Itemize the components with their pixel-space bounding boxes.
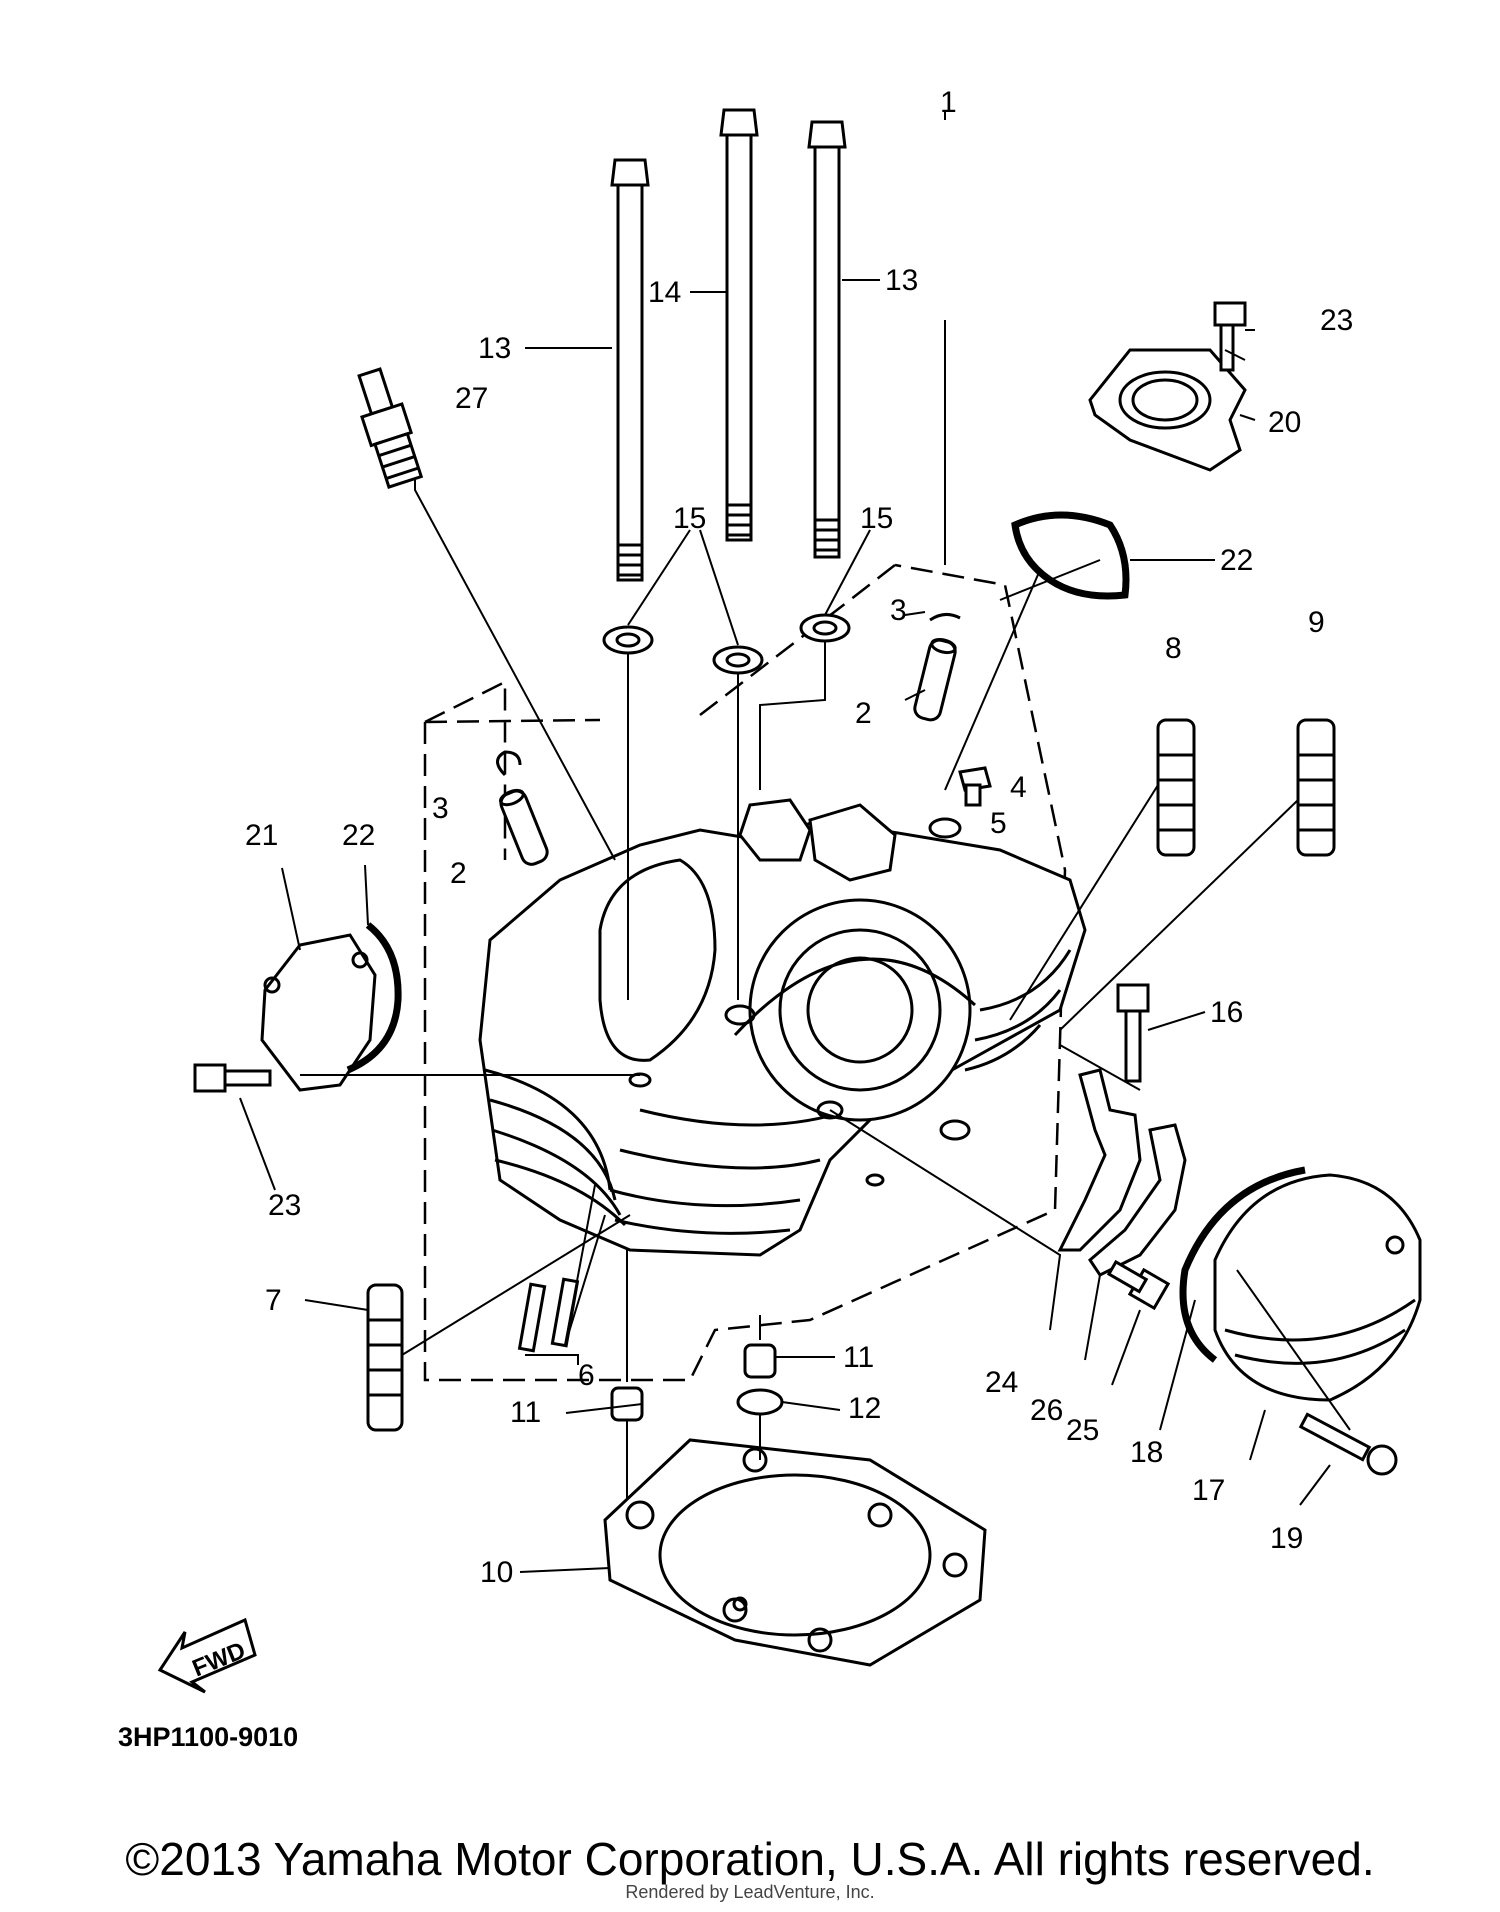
callout-9: 9 bbox=[1308, 606, 1325, 639]
callout-21: 21 bbox=[245, 819, 278, 852]
callout-4: 4 bbox=[1010, 771, 1027, 804]
washer-15-left bbox=[602, 625, 654, 655]
callout-6: 6 bbox=[578, 1359, 595, 1392]
clip-right bbox=[929, 613, 961, 622]
callout-25: 25 bbox=[1066, 1414, 1099, 1447]
callout-13: 13 bbox=[885, 264, 918, 297]
callout-23: 23 bbox=[1320, 304, 1353, 337]
callout-17: 17 bbox=[1192, 1474, 1225, 1507]
clip-left bbox=[496, 750, 522, 777]
bolt-25 bbox=[1106, 1259, 1171, 1311]
callout-23: 23 bbox=[268, 1189, 301, 1222]
head-bolt-left bbox=[610, 158, 650, 582]
studs-6 bbox=[517, 1277, 580, 1353]
small-bolt-4 bbox=[958, 766, 992, 807]
bolt-23-top bbox=[1213, 301, 1247, 372]
forward-arrow: FWD bbox=[157, 1617, 257, 1694]
cam-cover bbox=[1213, 1173, 1422, 1402]
side-cover-left bbox=[260, 933, 377, 1092]
assembly-dashed-outline bbox=[423, 563, 1067, 1382]
callout-22: 22 bbox=[342, 819, 375, 852]
callout-18: 18 bbox=[1130, 1436, 1163, 1469]
sleeve-7 bbox=[366, 1283, 404, 1432]
washer-5 bbox=[928, 817, 962, 839]
callout-13: 13 bbox=[478, 332, 511, 365]
callout-11: 11 bbox=[510, 1396, 541, 1429]
callout-1: 1 bbox=[940, 86, 957, 119]
copyright-notice: ©2013 Yamaha Motor Corporation, U.S.A. A… bbox=[125, 1833, 1375, 1885]
callout-8: 8 bbox=[1165, 632, 1182, 665]
callout-14: 14 bbox=[648, 276, 681, 309]
washer-15-right bbox=[799, 613, 851, 643]
gasket-22-left bbox=[346, 922, 402, 1074]
head-bolt-center bbox=[719, 108, 759, 542]
gasket-18 bbox=[1179, 1166, 1306, 1363]
callout-22: 22 bbox=[1220, 544, 1253, 577]
bolt-19 bbox=[1298, 1412, 1398, 1476]
leader-lines bbox=[239, 112, 1351, 1573]
rendered-by-credit: Rendered by LeadVenture, Inc. bbox=[625, 1882, 875, 1902]
callout-5: 5 bbox=[990, 807, 1007, 840]
callout-27: 27 bbox=[455, 382, 488, 415]
callout-19: 19 bbox=[1270, 1522, 1303, 1555]
callout-15: 15 bbox=[673, 502, 706, 535]
valve-guide-left bbox=[499, 788, 549, 866]
intake-manifold bbox=[1088, 348, 1247, 472]
cylinder-head bbox=[478, 798, 1087, 1257]
callout-10: 10 bbox=[480, 1556, 513, 1589]
callout-15: 15 bbox=[860, 502, 893, 535]
callout-20: 20 bbox=[1268, 406, 1301, 439]
callout-3: 3 bbox=[890, 594, 907, 627]
seal-12 bbox=[736, 1388, 784, 1416]
gasket-22-top bbox=[1011, 511, 1130, 600]
spark-plug bbox=[357, 367, 424, 489]
callout-24: 24 bbox=[985, 1366, 1018, 1399]
callout-3: 3 bbox=[432, 792, 449, 825]
callout-11: 11 bbox=[843, 1341, 874, 1374]
washer-15-center bbox=[712, 645, 764, 675]
head-gasket bbox=[603, 1438, 987, 1667]
bolt-23-left bbox=[193, 1063, 272, 1093]
sleeve-8 bbox=[1156, 718, 1196, 857]
callout-labels: 1 2 2 3 3 4 5 6 7 8 9 10 11 11 12 13 13 … bbox=[245, 86, 1353, 1589]
callout-7: 7 bbox=[265, 1284, 282, 1317]
dowel-11-right bbox=[743, 1343, 777, 1379]
callout-12: 12 bbox=[848, 1392, 881, 1425]
callout-2: 2 bbox=[855, 697, 872, 730]
callout-26: 26 bbox=[1030, 1394, 1063, 1427]
valve-guide-right bbox=[913, 638, 957, 722]
sleeve-9 bbox=[1296, 718, 1336, 857]
bracket-24 bbox=[1057, 1068, 1142, 1252]
callout-16: 16 bbox=[1210, 996, 1243, 1029]
bolt-16 bbox=[1116, 983, 1150, 1083]
head-bolt-right bbox=[807, 120, 847, 559]
callout-2: 2 bbox=[450, 857, 467, 890]
diagram-code: 3HP1100-9010 bbox=[118, 1722, 299, 1752]
